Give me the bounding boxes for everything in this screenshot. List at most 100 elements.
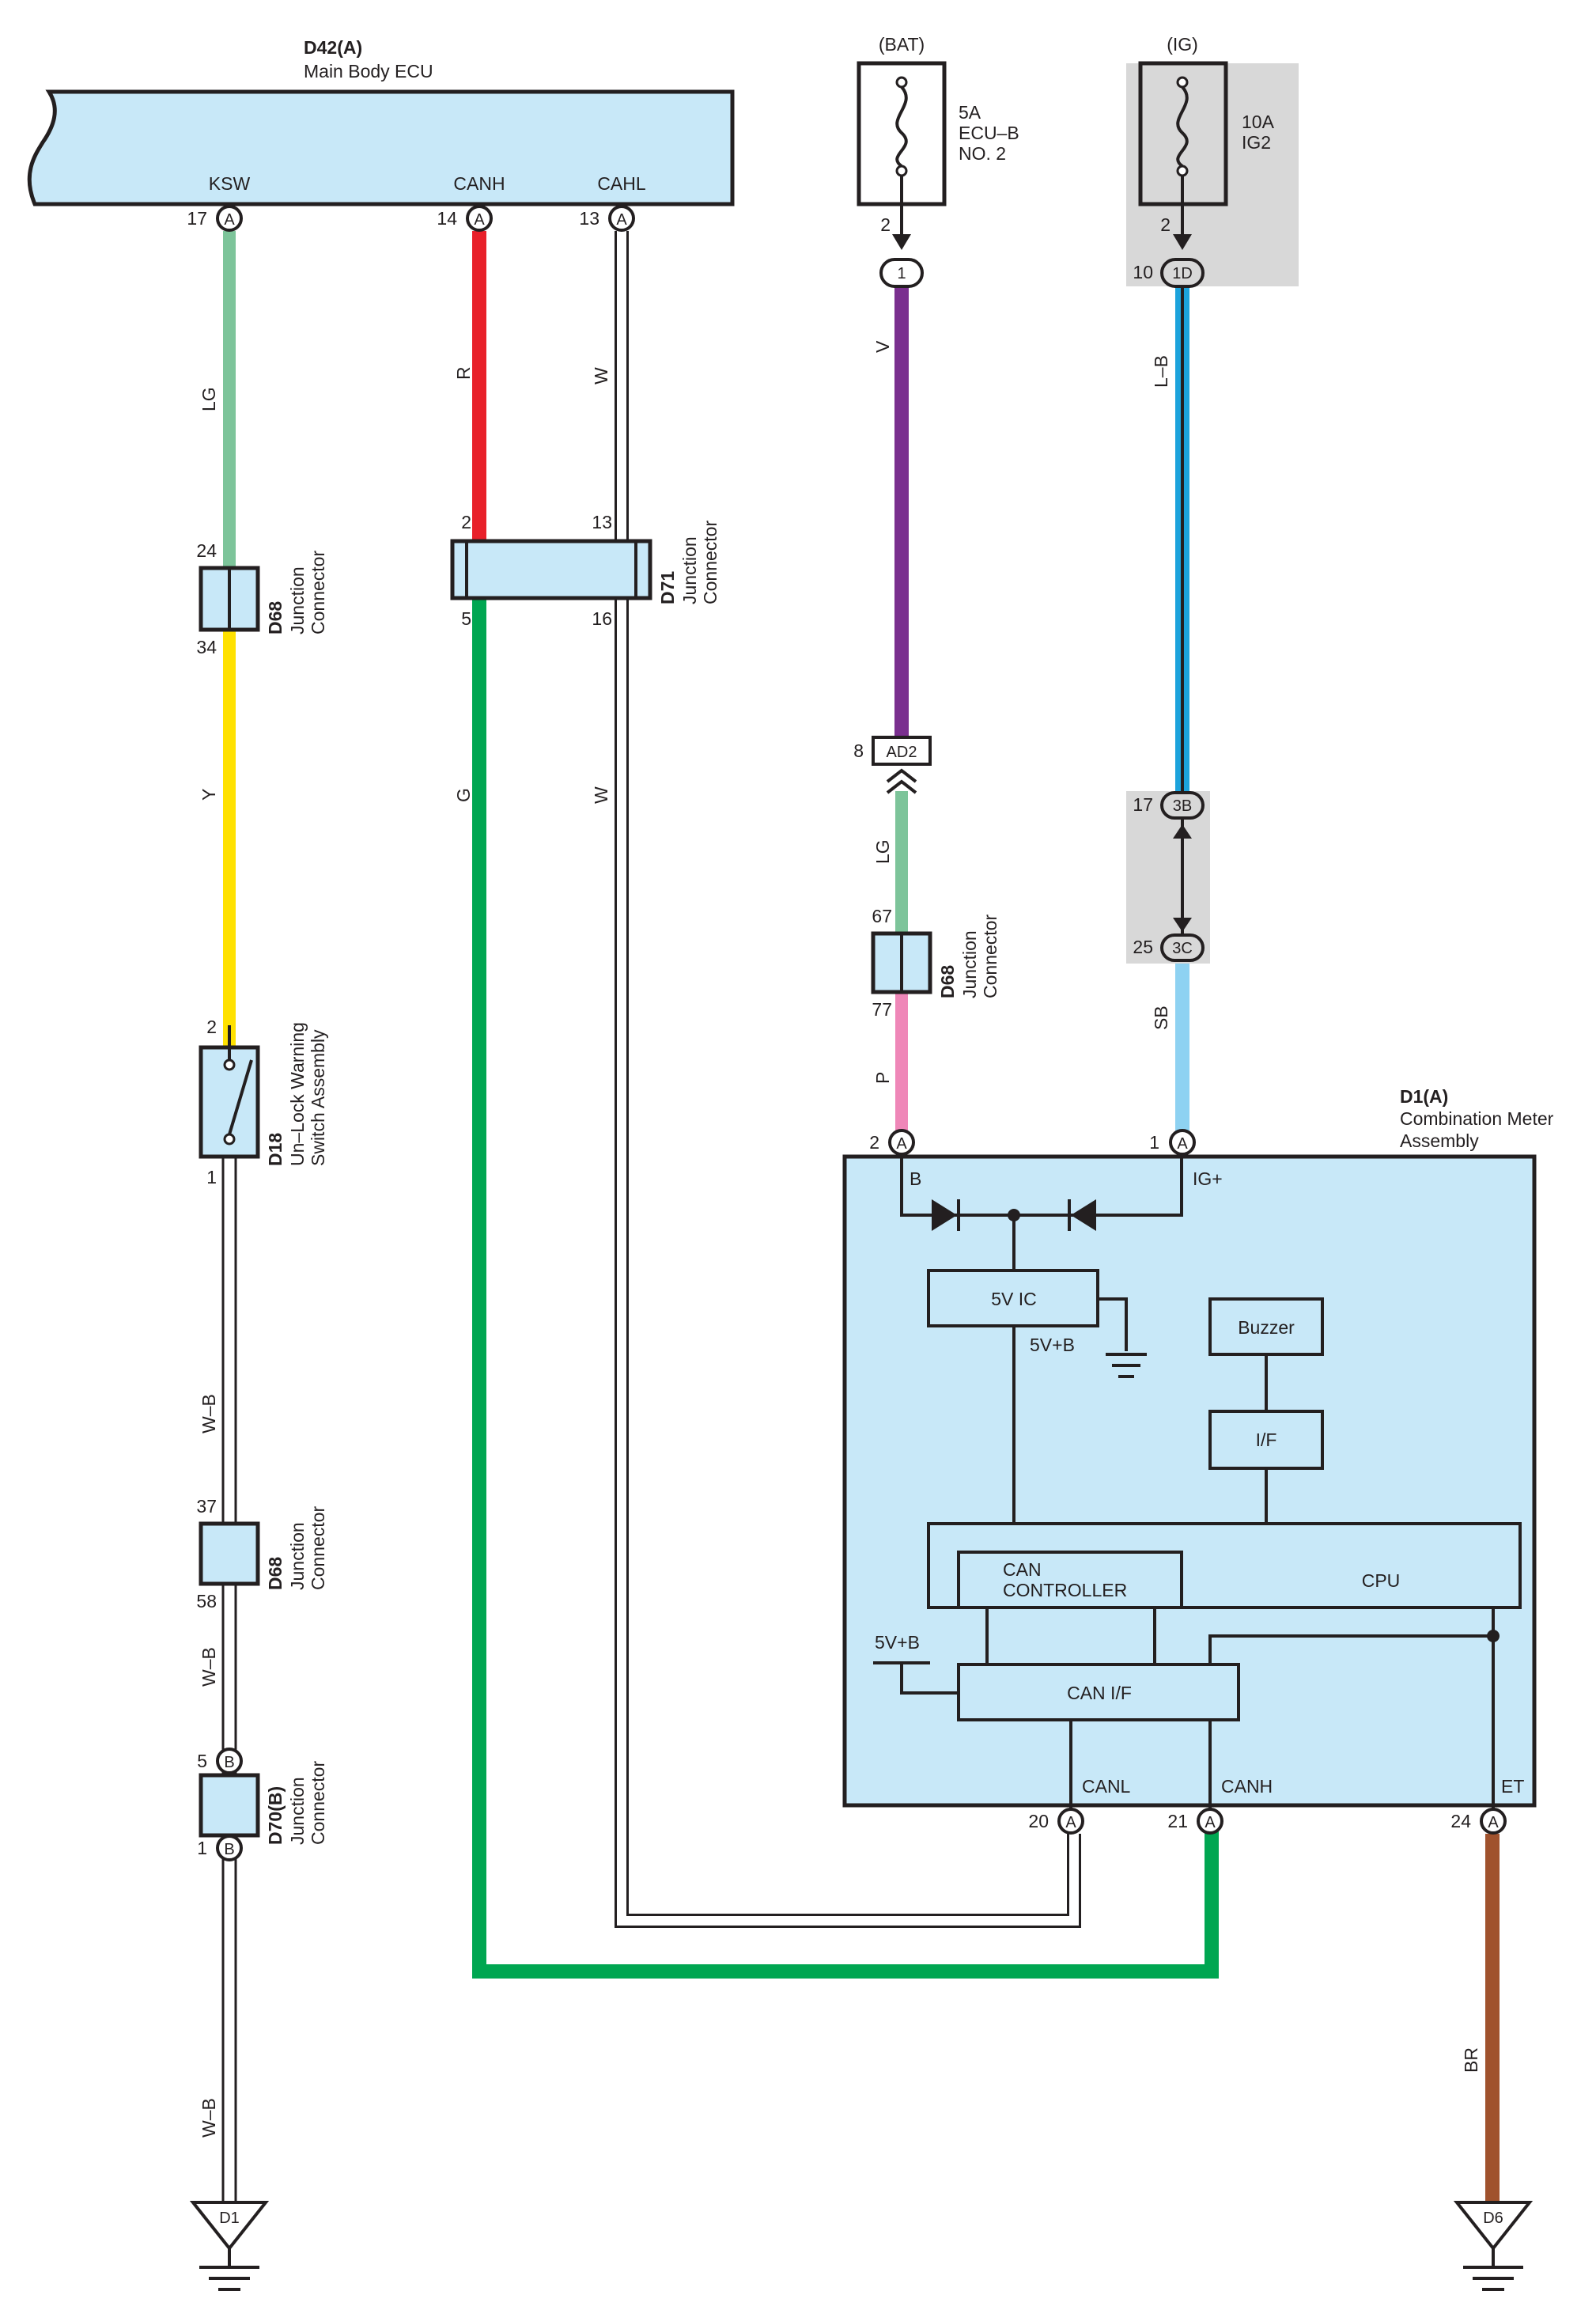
svg-text:1: 1 (206, 1167, 217, 1187)
svg-text:IG+: IG+ (1193, 1168, 1223, 1189)
svg-text:D68: D68 (265, 601, 286, 634)
svg-text:D71: D71 (657, 571, 678, 604)
ecu-pin-canh: A 14 (437, 205, 493, 232)
d18-unlock-warning-switch: 2 1 D18 Un–Lock Warning Switch Assembly (199, 1017, 328, 1187)
ecu-terminal-ksw: KSW (209, 173, 251, 194)
svg-text:17: 17 (187, 208, 207, 229)
svg-text:D68: D68 (265, 1557, 286, 1590)
svg-text:D68: D68 (937, 965, 958, 998)
svg-text:Assembly: Assembly (1400, 1130, 1479, 1151)
svg-text:B: B (224, 1754, 234, 1771)
label-w2: W (591, 786, 611, 804)
svg-text:1: 1 (197, 1838, 207, 1858)
connector-3b: 3B 17 (1133, 791, 1205, 820)
connector-3c: 3C 25 (1133, 933, 1205, 962)
svg-text:14: 14 (437, 208, 457, 229)
svg-text:Junction: Junction (287, 1522, 308, 1590)
svg-text:ET: ET (1501, 1776, 1524, 1797)
svg-text:21: 21 (1167, 1811, 1188, 1831)
svg-text:2: 2 (1160, 214, 1171, 235)
svg-text:58: 58 (196, 1591, 217, 1611)
svg-text:B: B (910, 1168, 921, 1189)
svg-text:5: 5 (197, 1751, 207, 1771)
svg-text:D18: D18 (265, 1133, 286, 1166)
svg-text:2: 2 (880, 214, 891, 235)
ecu-name: Main Body ECU (304, 61, 433, 81)
label-wb1: W–B (199, 1394, 219, 1433)
svg-text:3B: 3B (1173, 797, 1192, 815)
ecu-code: D42(A) (304, 37, 362, 58)
svg-text:Connector: Connector (308, 551, 328, 634)
svg-text:A: A (896, 1135, 907, 1153)
svg-text:5V IC: 5V IC (991, 1289, 1037, 1309)
svg-text:2: 2 (206, 1017, 217, 1037)
label-r: R (453, 366, 474, 380)
svg-text:5: 5 (461, 608, 471, 629)
svg-text:A: A (224, 211, 235, 229)
svg-text:2: 2 (461, 512, 471, 532)
svg-text:Connector: Connector (980, 915, 1000, 998)
label-y: Y (199, 789, 219, 801)
bat-fuse: (BAT) 5A ECU–B NO. 2 2 (857, 34, 1019, 250)
svg-text:AD2: AD2 (887, 744, 917, 761)
label-lg: LG (199, 387, 219, 411)
connector-3b-3c-link (1173, 818, 1192, 938)
label-sb: SB (1151, 1005, 1171, 1030)
svg-text:CPU: CPU (1362, 1570, 1401, 1591)
svg-text:77: 77 (872, 999, 892, 1020)
d70-junction-connector: B B 5 1 D70(B) Junction Connector (197, 1748, 328, 1861)
bat-connector-1: 1 (879, 258, 924, 288)
wire-lg (223, 231, 236, 568)
svg-text:Connector: Connector (308, 1761, 328, 1845)
d68-junction-connector-c: 37 58 D68 Junction Connector (196, 1496, 328, 1611)
svg-text:A: A (1488, 1814, 1499, 1831)
svg-text:(BAT): (BAT) (879, 34, 925, 55)
svg-text:A: A (616, 211, 627, 229)
label-br: BR (1461, 2047, 1481, 2073)
wire-p (895, 992, 908, 1141)
svg-text:A: A (1065, 1814, 1076, 1831)
svg-text:8: 8 (853, 740, 864, 761)
svg-text:B: B (224, 1841, 234, 1858)
svg-text:CAN I/F: CAN I/F (1067, 1683, 1132, 1703)
ecu-terminal-canh: CANH (453, 173, 505, 194)
wire-lg2 (895, 791, 908, 933)
svg-text:10: 10 (1133, 262, 1153, 282)
label-p: P (872, 1072, 893, 1084)
svg-text:Connector: Connector (700, 521, 720, 604)
svg-text:CONTROLLER: CONTROLLER (1003, 1580, 1127, 1600)
svg-text:Junction: Junction (287, 1777, 308, 1845)
svg-text:A: A (474, 211, 485, 229)
ground-d1: D1 (189, 2201, 270, 2291)
svg-text:(IG): (IG) (1167, 34, 1198, 55)
wire-y (223, 630, 236, 1047)
wire-br (1485, 1834, 1500, 2240)
main-body-ecu: D42(A) Main Body ECU KSW CANH CAHL (27, 37, 735, 206)
svg-text:3C: 3C (1172, 940, 1193, 957)
label-wb3: W–B (199, 2098, 219, 2138)
svg-text:Connector: Connector (308, 1506, 328, 1590)
wire-w (617, 231, 1079, 1926)
svg-text:IG2: IG2 (1242, 132, 1271, 153)
ground-d6: D6 (1453, 2201, 1534, 2291)
svg-text:CANH: CANH (1221, 1776, 1273, 1797)
svg-text:Combination Meter: Combination Meter (1400, 1108, 1554, 1129)
ecu-pin-ksw: A 17 (187, 205, 243, 232)
svg-text:25: 25 (1133, 937, 1153, 957)
svg-text:NO. 2: NO. 2 (959, 143, 1006, 164)
wire-sb (1175, 964, 1189, 1141)
svg-text:D1(A): D1(A) (1400, 1086, 1448, 1107)
svg-text:2: 2 (869, 1132, 879, 1153)
svg-text:1D: 1D (1172, 265, 1193, 282)
label-v: V (872, 340, 893, 353)
ecu-terminal-cahl: CAHL (597, 173, 646, 194)
svg-text:67: 67 (872, 906, 892, 926)
svg-text:5A: 5A (959, 102, 981, 123)
label-lb: L–B (1151, 355, 1171, 388)
svg-text:Switch Assembly: Switch Assembly (308, 1029, 328, 1166)
svg-text:24: 24 (1450, 1811, 1471, 1831)
svg-text:D1: D1 (219, 2210, 240, 2227)
ecu-pin-cahl: A 13 (579, 205, 635, 232)
label-lg2: LG (872, 839, 893, 864)
wire-r (472, 231, 486, 541)
